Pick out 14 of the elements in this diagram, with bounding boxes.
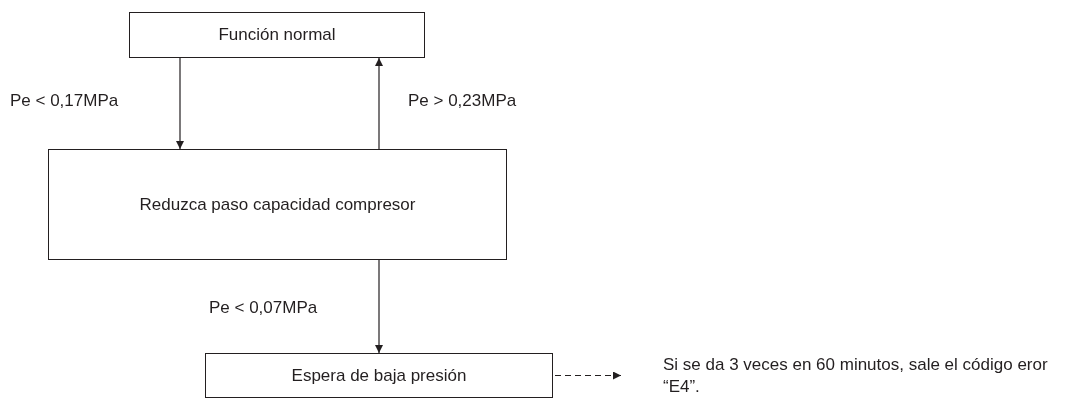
- arrow: [375, 259, 383, 354]
- process-box: [205, 353, 553, 398]
- box-label: Función normal: [218, 24, 336, 46]
- note-text: Si se da 3 veces en 60 minutos, sale el código eror “E4”.: [663, 354, 1049, 398]
- dashed-arrow: [554, 371, 622, 380]
- process-box: [48, 149, 507, 260]
- arrow: [176, 57, 184, 150]
- edge-label: Pe < 0,17MPa: [10, 91, 119, 111]
- process-box: [129, 12, 425, 58]
- box-label: Reduzca paso capacidad compresor: [139, 193, 416, 216]
- arrow: [375, 57, 383, 150]
- edge-label: Pe < 0,07MPa: [209, 298, 318, 318]
- box-label: Espera de baja presión: [291, 364, 467, 387]
- edge-label: Pe > 0,23MPa: [408, 91, 517, 111]
